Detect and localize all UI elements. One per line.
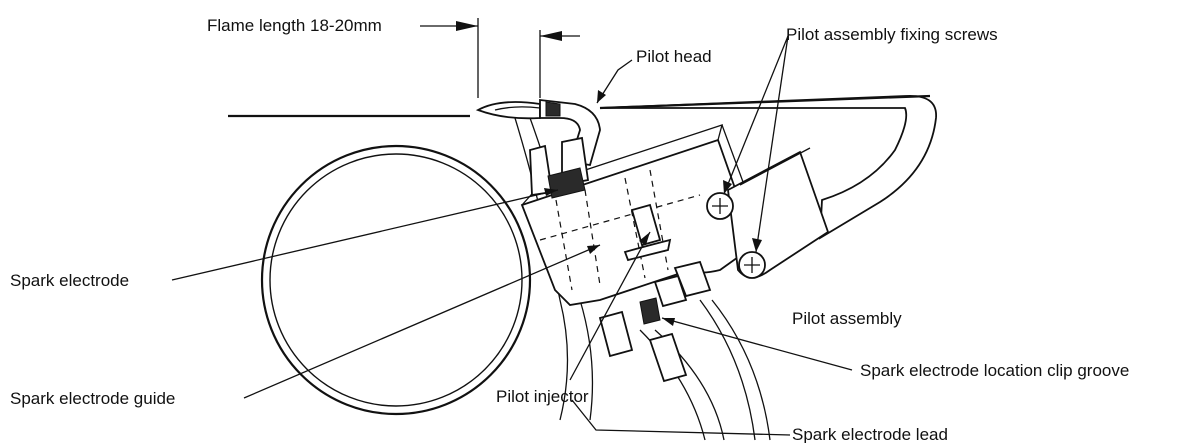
label-flame-length: Flame length 18-20mm — [207, 16, 382, 35]
label-pilot-head: Pilot head — [636, 47, 712, 66]
label-location-clip-groove: Spark electrode location clip groove — [860, 361, 1129, 380]
burner-tube — [260, 144, 532, 416]
label-pilot-injector: Pilot injector — [496, 387, 589, 406]
pilot-flame — [475, 101, 541, 120]
lower-fittings — [598, 260, 712, 383]
fixing-screw-lower — [738, 251, 766, 279]
pilot-shield-bracket — [599, 95, 937, 240]
label-pilot-assembly: Pilot assembly — [792, 309, 902, 328]
pilot-head-nozzle — [545, 101, 561, 117]
chamber-right-line — [599, 94, 931, 110]
label-spark-electrode-guide: Spark electrode guide — [10, 389, 175, 408]
internal-passages — [539, 169, 701, 291]
leader-lines — [171, 35, 853, 436]
electrode-guide-posts — [529, 136, 590, 199]
pilot-injector-slot — [630, 203, 662, 247]
label-spark-electrode-lead: Spark electrode lead — [792, 425, 948, 443]
fixing-screw-upper — [706, 192, 734, 220]
label-spark-electrode: Spark electrode — [10, 271, 129, 290]
label-fixing-screws: Pilot assembly fixing screws — [786, 25, 998, 44]
flame-length-dimension — [420, 18, 580, 98]
